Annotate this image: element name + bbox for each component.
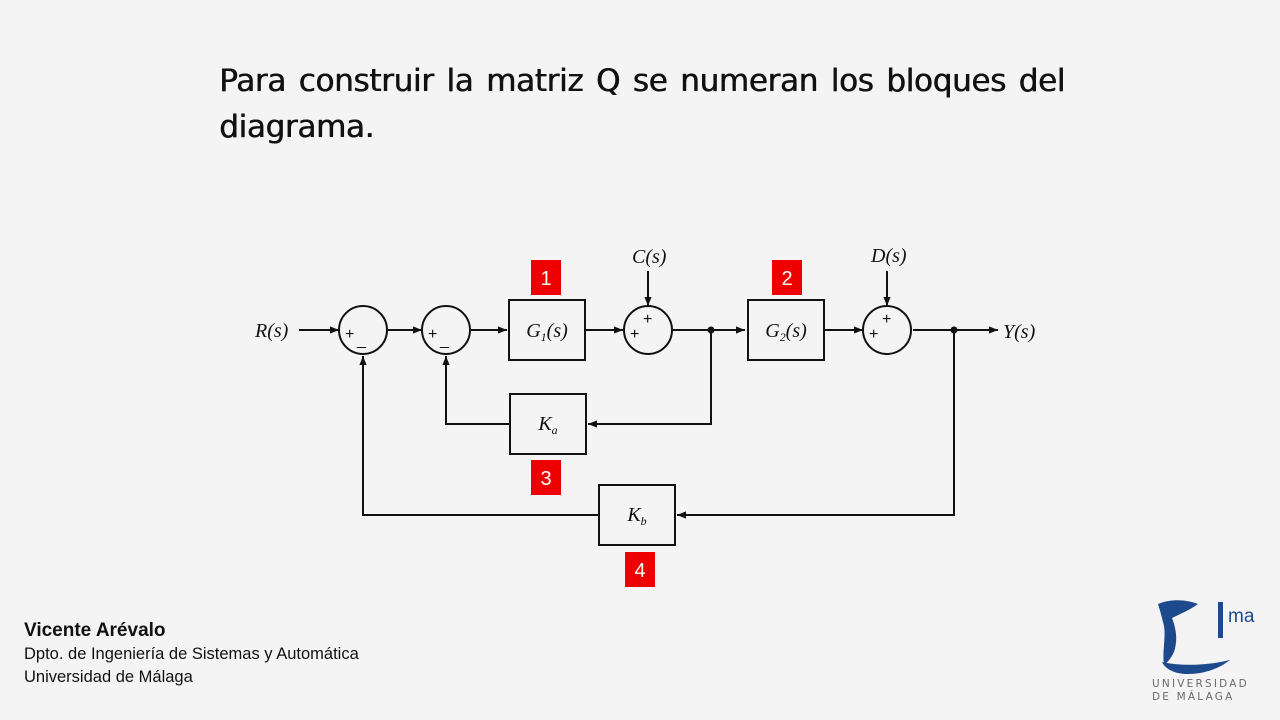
block-g2-label: G2(s) (765, 320, 807, 344)
wire-ka-feedback-in (588, 330, 712, 428)
badge-3-number: 3 (540, 468, 551, 490)
badge-4 (625, 552, 655, 587)
sum1-sign-minus: _ (356, 332, 367, 349)
disturbance-c-label: C(s) (632, 246, 667, 268)
input-signal-label: R(s) (254, 320, 289, 342)
output-signal-label: Y(s) (1003, 321, 1036, 343)
disturbance-d-label: D(s) (870, 245, 907, 267)
university-logo: ma (1158, 600, 1255, 674)
sum1-sign-plus: + (345, 326, 354, 343)
summing-junction-3 (623, 305, 673, 355)
slide-title: Para construir la matriz Q se numeran lo… (219, 63, 1065, 145)
sum4-sign-top: + (882, 311, 891, 328)
badge-1-number: 1 (540, 268, 551, 290)
badge-3 (531, 460, 561, 495)
sum2-sign-minus: _ (439, 332, 450, 349)
block-ka (509, 393, 587, 455)
logo-line-1: UNIVERSIDAD (1152, 678, 1249, 690)
block-number-badges: 1 2 3 4 (531, 260, 802, 587)
department-name: Dpto. de Ingeniería de Sistemas y Automá… (24, 645, 359, 663)
sum3-sign-left: + (630, 326, 639, 343)
badge-1 (531, 260, 561, 295)
wire-kb-feedback-out (359, 356, 599, 516)
summing-junction-1 (338, 305, 388, 355)
author-footer: Vicente Arévalo Dpto. de Ingeniería de S… (24, 618, 359, 689)
branch-point-2 (950, 326, 958, 334)
badge-4-number: 4 (634, 560, 645, 582)
author-name: Vicente Arévalo (24, 620, 166, 641)
summing-junction-4 (862, 305, 912, 355)
block-ka-label: Ka (537, 413, 557, 437)
wire-ka-feedback-out (442, 356, 510, 425)
university-name: Universidad de Málaga (24, 668, 193, 686)
block-kb-label: Kb (626, 504, 646, 528)
block-kb (598, 484, 676, 546)
block-g1-label: G1(s) (526, 320, 568, 344)
branch-point-1 (707, 326, 715, 334)
logo-wordmark: UNIVERSIDAD DE MÁLAGA (1152, 678, 1264, 704)
summing-junction-2 (421, 305, 471, 355)
logo-line-2: DE MÁLAGA (1152, 691, 1235, 703)
badge-2 (772, 260, 802, 295)
sum4-sign-left: + (869, 326, 878, 343)
block-g2 (747, 299, 825, 361)
wire-kb-feedback-in (677, 330, 955, 519)
sum3-sign-top: + (643, 311, 652, 328)
badge-2-number: 2 (781, 268, 792, 290)
sum2-sign-plus: + (428, 326, 437, 343)
logo-mark-text: ma (1228, 606, 1255, 627)
block-g1 (508, 299, 586, 361)
